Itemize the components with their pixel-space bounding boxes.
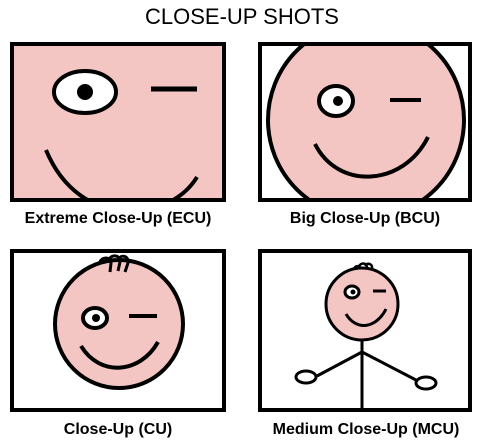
mcu-right-arm <box>361 350 417 382</box>
mcu-mouth <box>344 308 388 327</box>
bcu-open-eye <box>317 84 355 118</box>
bcu-mouth <box>313 136 430 179</box>
mcu-frame <box>258 249 472 412</box>
bcu-head <box>266 44 466 200</box>
diagram-title: CLOSE-UP SHOTS <box>145 4 339 29</box>
cu-open-eye <box>81 306 109 330</box>
ecu-mouth <box>44 149 199 202</box>
mcu-head <box>324 266 400 342</box>
mcu-right-hand <box>414 375 438 391</box>
mcu-open-eye <box>343 284 361 300</box>
ecu-face-fill <box>10 42 226 202</box>
ecu-caption: Extreme Close-Up (ECU) <box>24 210 212 227</box>
mcu-panel <box>258 249 472 412</box>
bcu-frame <box>258 42 472 202</box>
cu-hair <box>98 254 130 273</box>
cu-panel <box>10 249 226 412</box>
mcu-left-arm <box>316 350 363 378</box>
mcu-caption: Medium Close-Up (MCU) <box>272 421 460 438</box>
bcu-panel <box>258 42 472 202</box>
ecu-frame <box>10 42 226 202</box>
ecu-open-eye <box>52 69 118 115</box>
mcu-left-hand <box>294 369 318 385</box>
bcu-caption: Big Close-Up (BCU) <box>289 210 441 227</box>
cu-mouth <box>79 340 160 370</box>
ecu-panel <box>10 42 226 202</box>
cu-frame <box>10 249 226 412</box>
cu-caption: Close-Up (CU) <box>63 421 173 438</box>
